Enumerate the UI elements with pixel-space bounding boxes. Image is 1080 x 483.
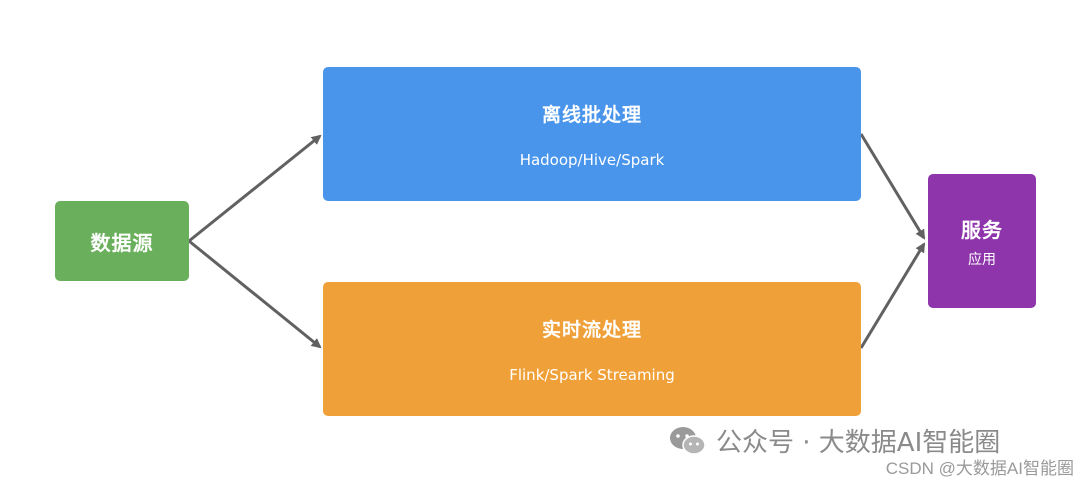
stream-processing-title: 实时流处理 [541, 318, 642, 341]
data-source-title: 数据源 [90, 230, 154, 255]
credit-text: CSDN @大数据AI智能圈 [885, 459, 1074, 478]
service-subtitle: 应用 [968, 251, 996, 268]
arrow-batch-to-service [859, 133, 926, 240]
watermark-text: 公众号 · 大数据AI智能圈 [716, 428, 1001, 458]
service-node: 服务 应用 [928, 174, 1036, 308]
arrow-source-to-batch [188, 134, 322, 243]
arrow-source-to-stream [188, 239, 322, 349]
watermark: 公众号 · 大数据AI智能圈 [668, 422, 1000, 459]
batch-processing-subtitle: Hadoop/Hive/Spark [519, 150, 665, 169]
wechat-icon [670, 426, 706, 455]
batch-processing-title: 离线批处理 [541, 103, 642, 126]
stream-processing-subtitle: Flink/Spark Streaming [509, 365, 675, 384]
stream-processing-node: 实时流处理 Flink/Spark Streaming [323, 282, 861, 416]
data-source-node: 数据源 [55, 201, 189, 281]
arrow-stream-to-service [859, 242, 926, 349]
batch-processing-node: 离线批处理 Hadoop/Hive/Spark [323, 67, 861, 201]
service-title: 服务 [961, 217, 1003, 242]
